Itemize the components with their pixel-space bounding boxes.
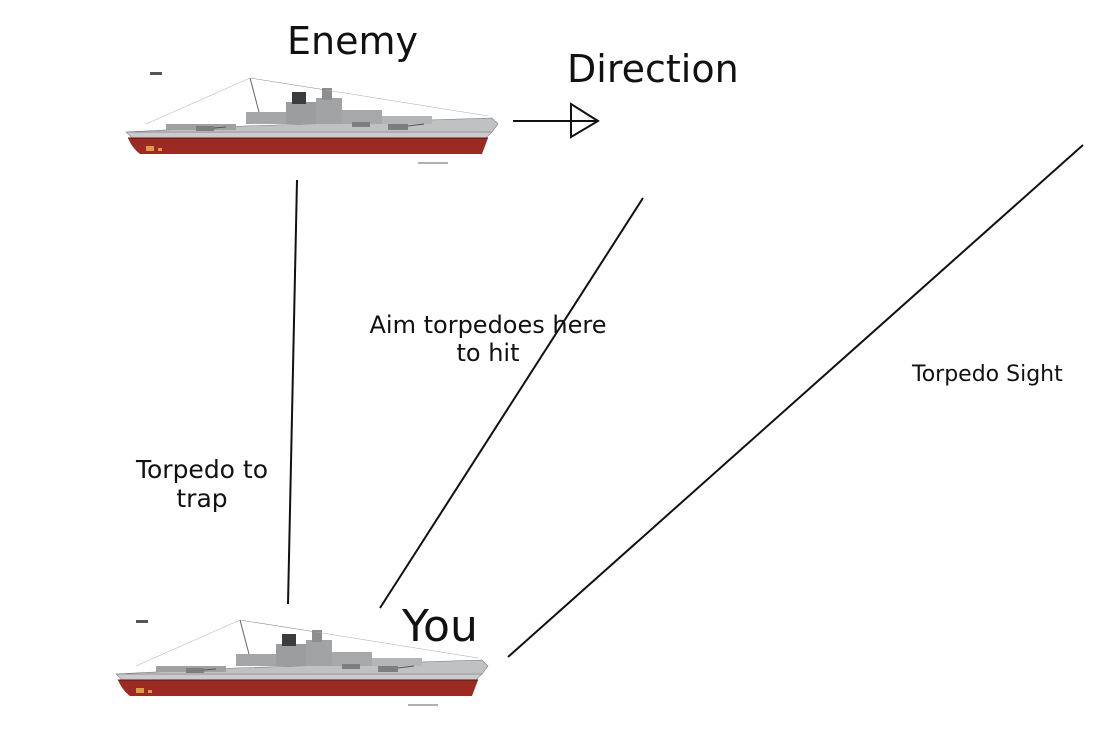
- aim-label-line-2: to hit: [456, 338, 520, 367]
- sight-label: Torpedo Sight: [912, 362, 1063, 387]
- aim-label-line-1: Aim torpedoes here: [369, 311, 607, 339]
- direction-label: Direction: [567, 47, 739, 91]
- sight-line: [507, 144, 1084, 658]
- trap-line: [287, 179, 298, 605]
- arrow-right-icon: [513, 102, 600, 139]
- enemy-ship-icon: [125, 72, 499, 165]
- trap-label-line-2: trap: [176, 483, 228, 513]
- you-label: You: [402, 601, 478, 652]
- enemy-label: Enemy: [287, 19, 418, 63]
- trap-label: Torpedo to trap: [128, 455, 276, 514]
- player-ship-icon: [115, 619, 489, 707]
- trap-label-line-1: Torpedo to: [135, 455, 269, 484]
- aim-label: Aim torpedoes here to hit: [366, 311, 610, 367]
- aim-line: [379, 197, 644, 609]
